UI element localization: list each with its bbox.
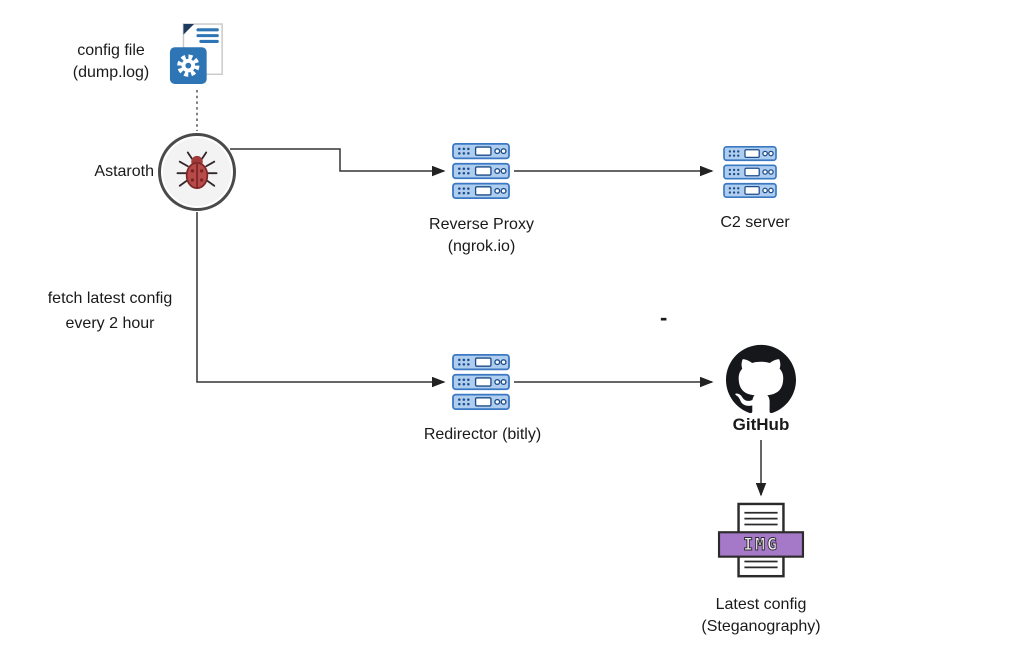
github-label: GitHub	[732, 415, 790, 434]
reverse-proxy-label-line2: (ngrok.io)	[447, 238, 516, 255]
astaroth-node	[158, 133, 236, 211]
c2-server-icon	[723, 146, 777, 198]
img-banner-text: IMG	[743, 535, 779, 554]
dash-annotation: -	[660, 305, 668, 330]
github-icon	[726, 344, 796, 414]
c2-server-label: C2 server	[720, 214, 790, 231]
fetch-config-line1: fetch latest config	[47, 290, 173, 307]
config-file-icon	[169, 23, 223, 84]
gear-icon	[177, 54, 200, 77]
latest-config-label: Latest config (Steganography)	[685, 594, 837, 638]
latest-config-label-line2: (Steganography)	[701, 618, 821, 635]
reverse-proxy-label: Reverse Proxy (ngrok.io)	[404, 214, 559, 258]
config-file-label: config file (dump.log)	[55, 40, 167, 84]
config-file-label-line2: (dump.log)	[72, 64, 150, 81]
fetch-config-line2: every 2 hour	[65, 315, 155, 332]
reverse-proxy-label-line1: Reverse Proxy	[429, 216, 534, 233]
astaroth-label: Astaroth	[94, 163, 154, 180]
redirector-label: Redirector (bitly)	[423, 426, 542, 443]
config-file-label-line1: config file	[77, 42, 145, 59]
reverse-proxy-server-icon	[452, 143, 510, 199]
edge-astaroth-to-reverse-proxy	[230, 148, 446, 177]
redirector-server-icon	[452, 354, 510, 410]
latest-config-label-line1: Latest config	[715, 596, 807, 613]
steganography-image-icon: IMG	[717, 502, 805, 578]
fetch-config-annotation: fetch latest config every 2 hour	[20, 286, 200, 336]
bug-icon	[176, 151, 218, 189]
